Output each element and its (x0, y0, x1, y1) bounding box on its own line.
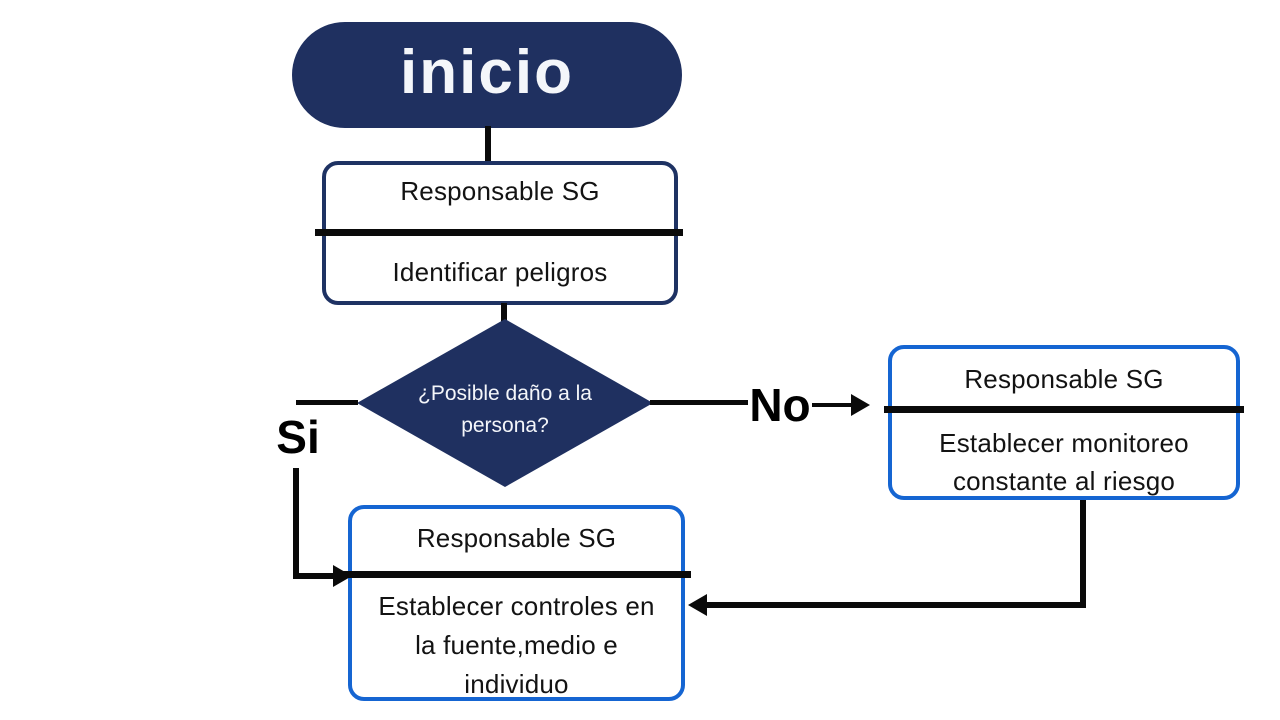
connector-monitor-left (703, 602, 1086, 608)
controls-arrowhead-icon (688, 594, 707, 616)
monitor-divider (884, 406, 1244, 413)
controls-action: Establecer controles en la fuente,medio … (378, 591, 655, 699)
connector-identify-decision (501, 303, 507, 325)
identify-action: Identificar peligros (392, 257, 608, 287)
identify-role: Responsable SG (400, 176, 600, 206)
controls-role: Responsable SG (416, 523, 617, 553)
monitor-action: Establecer monitoreo constante al riesgo (939, 428, 1189, 496)
connector-si-down (293, 468, 299, 578)
monitor-role: Responsable SG (964, 364, 1164, 394)
connector-start-identify (485, 126, 491, 164)
no-arrowhead-icon (851, 394, 870, 416)
edge-si-line (296, 400, 358, 405)
no-label: No (749, 379, 811, 431)
decision-node: ¿Posible daño a la persona? (357, 319, 653, 487)
controls-divider (342, 571, 691, 578)
si-label: Si (276, 411, 320, 463)
identify-divider (315, 229, 683, 236)
decision-question: ¿Posible daño a la persona? (418, 382, 592, 437)
connector-monitor-down (1080, 500, 1086, 608)
monitor-node (888, 345, 1240, 500)
start-node: inicio (292, 22, 682, 128)
controls-node (348, 505, 685, 701)
start-label: inicio (400, 37, 574, 107)
edge-no-arrow-line (812, 403, 860, 407)
connector-si-right (293, 573, 338, 579)
edge-no-line (650, 400, 748, 405)
